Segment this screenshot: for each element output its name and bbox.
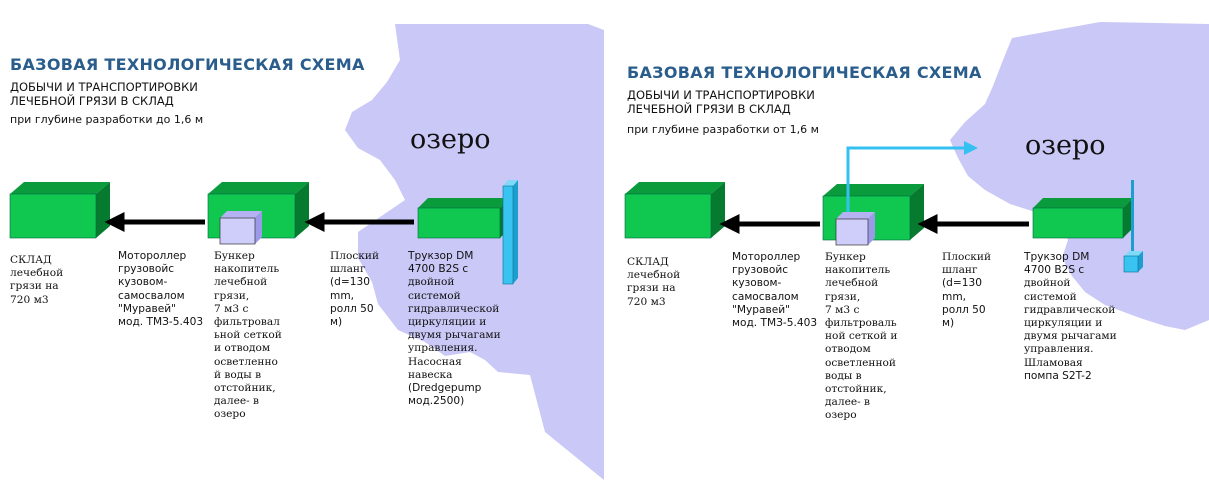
- lake-label: озеро: [410, 124, 491, 155]
- lake-label: озеро: [1025, 130, 1106, 161]
- lake-shape-left: [345, 24, 604, 480]
- bunker-box-left: [207, 182, 309, 245]
- scooter-label: Мотороллер грузовойс кузовом- самосвалом…: [732, 251, 818, 330]
- lake-shape-right: [950, 22, 1209, 330]
- diagram-subtitle-line-1: ДОБЫЧИ И ТРАНСПОРТИРОВКИ: [627, 88, 815, 102]
- left-panel: БАЗОВАЯ ТЕХНОЛОГИЧЕСКАЯ СХЕМА ДОБЫЧИ И Т…: [0, 0, 604, 482]
- bunker-label: Бункер накопитель лечебной грязи, 7 м3 с…: [825, 251, 898, 422]
- dredger-label: Трукзор DM 4700 B2S с двойной системой г…: [408, 250, 501, 408]
- hose-label: Плоский шланг (d=130 mm, ролл 50 м): [942, 251, 992, 330]
- depth-caption: при глубине разработки до 1,6 м: [10, 113, 204, 126]
- bunker-label: Бункер накопитель лечебной грязи, 7 м3 с…: [214, 250, 282, 421]
- dredger-label: Трукзор DM 4700 B2S с двойной системой г…: [1024, 251, 1117, 382]
- hose-label: Плоский шланг (d=130 mm, ролл 50 м): [330, 250, 380, 329]
- diagram-subtitle-line-1: ДОБЫЧИ И ТРАНСПОРТИРОВКИ: [10, 80, 198, 94]
- diagram-title: БАЗОВАЯ ТЕХНОЛОГИЧЕСКАЯ СХЕМА: [10, 55, 365, 74]
- depth-caption: при глубине разработки от 1,6 м: [627, 123, 819, 136]
- diagram-subtitle-line-2: ЛЕЧЕБНОЙ ГРЯЗИ В СКЛАД: [10, 94, 174, 108]
- warehouse-label: СКЛАД лечебной грязи на 720 м3: [10, 254, 64, 306]
- warehouse-label: СКЛАД лечебной грязи на 720 м3: [627, 256, 681, 308]
- bunker-box-right: [822, 184, 924, 246]
- diagram-subtitle-line-2: ЛЕЧЕБНОЙ ГРЯЗИ В СКЛАД: [627, 102, 791, 116]
- right-panel: БАЗОВАЯ ТЕХНОЛОГИЧЕСКАЯ СХЕМА ДОБЫЧИ И Т…: [605, 0, 1209, 482]
- dredger-box-right: [1032, 180, 1143, 273]
- diagram-title: БАЗОВАЯ ТЕХНОЛОГИЧЕСКАЯ СХЕМА: [627, 63, 982, 82]
- dredger-box-left: [417, 180, 518, 285]
- scooter-label: Мотороллер грузовойс кузовом- самосвалом…: [118, 250, 204, 329]
- warehouse-box-right: [624, 182, 725, 239]
- return-water-arrow-right: [846, 141, 978, 212]
